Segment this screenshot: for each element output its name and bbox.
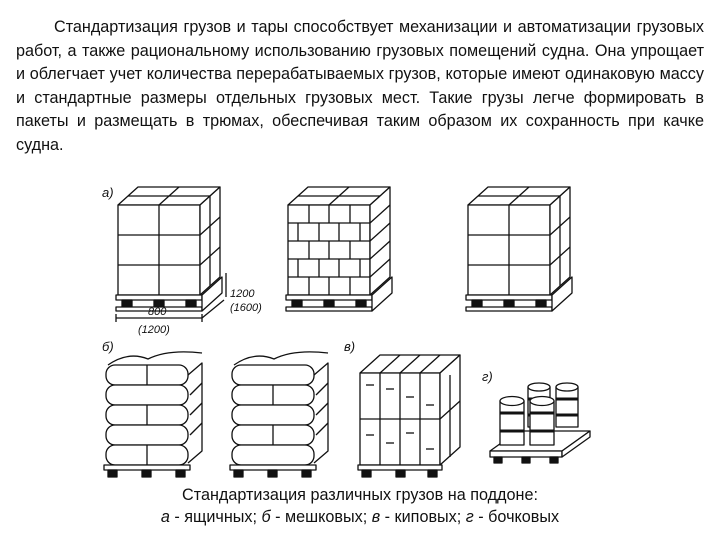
caption-line-2: а - ящичных; б - мешковых; в - киповых; … xyxy=(0,506,720,528)
sack-stack-1 xyxy=(103,351,203,478)
caption-letter-g: г xyxy=(465,508,474,526)
bale-stack xyxy=(357,354,461,478)
dimension-lines xyxy=(115,273,227,322)
caption-text-g: - бочковых xyxy=(473,508,560,526)
label-v: в) xyxy=(344,339,355,354)
label-a: а) xyxy=(102,185,114,200)
crate-stack-1 xyxy=(115,186,223,312)
crate-stack-2 xyxy=(285,186,393,312)
dim-height: 1200 xyxy=(230,288,255,300)
dim-width-alt: (1200) xyxy=(138,324,170,336)
caption-letter-v: в xyxy=(371,508,381,526)
barrel-group xyxy=(489,382,591,464)
crate-stack-3 xyxy=(465,186,573,312)
dim-height-alt: (1600) xyxy=(230,302,262,314)
body-paragraph: Стандартизация грузов и тары способствуе… xyxy=(16,18,704,154)
sack-stack-2 xyxy=(229,351,329,478)
label-b: б) xyxy=(102,339,114,354)
caption-text-b: - мешковых; xyxy=(270,508,372,526)
caption-letter-a: а xyxy=(160,508,170,526)
caption-text-a: - ящичных; xyxy=(169,508,262,526)
caption-line-1: Стандартизация различных грузов на поддо… xyxy=(182,486,538,504)
caption-text-v: - киповых; xyxy=(380,508,466,526)
pallet-cargo-figure: а) 800 (1200) 1200 (1600) xyxy=(98,175,598,480)
caption-letter-b: б xyxy=(261,508,271,526)
label-g: г) xyxy=(482,369,493,384)
figure-caption: Стандартизация различных грузов на поддо… xyxy=(0,484,720,528)
dim-width: 800 xyxy=(148,306,167,318)
